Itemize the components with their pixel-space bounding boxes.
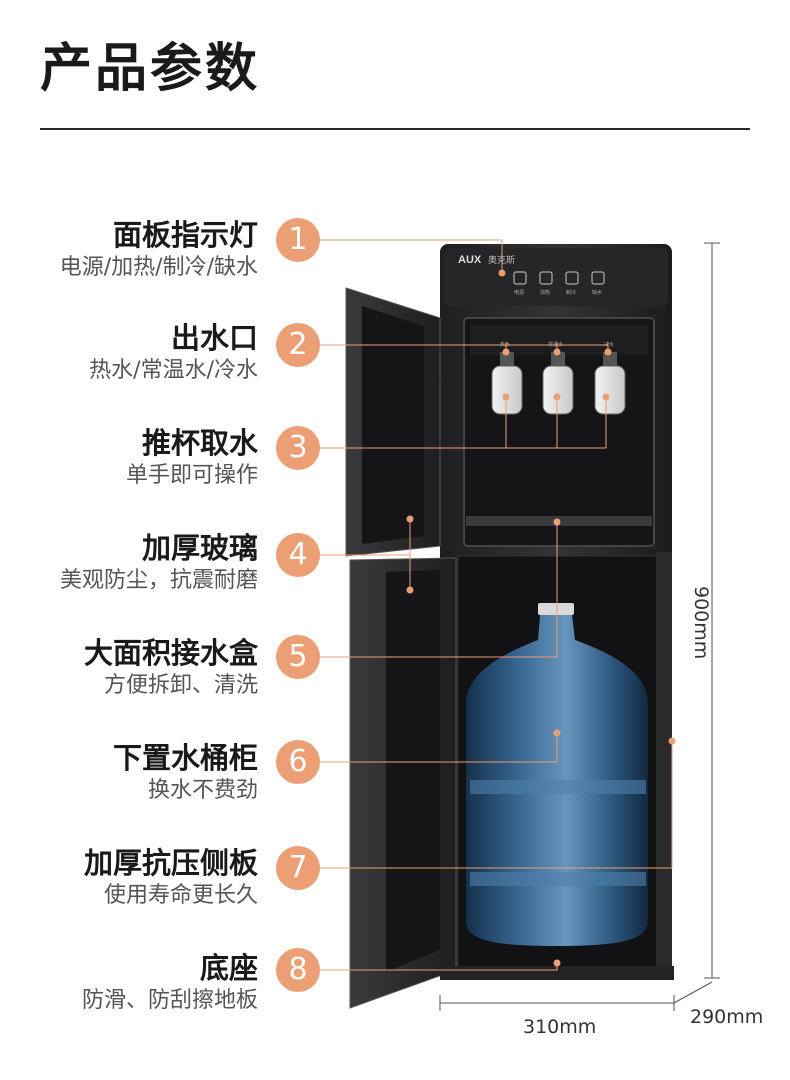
feature-name: 底座 xyxy=(199,951,258,985)
feature-desc: 方便拆卸、清洗 xyxy=(103,673,258,698)
badge-6: 6 xyxy=(276,740,320,784)
feature-desc: 电源/加热/制冷/缺水 xyxy=(59,255,258,280)
feature-desc: 热水/常温水/冷水 xyxy=(89,358,258,383)
width-dimension: 310mm xyxy=(523,1016,597,1038)
title-divider xyxy=(40,128,750,130)
depth-dimension: 290mm xyxy=(690,1006,764,1028)
badge-4: 4 xyxy=(276,533,320,577)
dimension-lines xyxy=(439,242,720,1011)
feature-name: 出水口 xyxy=(170,321,258,355)
badge-5: 5 xyxy=(276,635,320,679)
badge-7: 7 xyxy=(276,846,320,890)
feature-side-panel: 加厚抗压侧板 使用寿命更长久 xyxy=(84,845,258,911)
feature-desc: 使用寿命更长久 xyxy=(103,883,258,908)
feature-name: 加厚玻璃 xyxy=(141,531,258,565)
feature-outlet: 出水口 热水/常温水/冷水 xyxy=(89,320,258,386)
control-panel xyxy=(444,248,668,306)
feature-desc: 单手即可操作 xyxy=(125,463,258,488)
svg-text:加热: 加热 xyxy=(540,289,550,296)
svg-text:制冷: 制冷 xyxy=(566,289,576,296)
feature-drip-box: 大面积接水盒 方便拆卸、清洗 xyxy=(84,635,258,701)
taps xyxy=(491,352,626,415)
feature-push-cup: 推杯取水 单手即可操作 xyxy=(126,425,258,491)
feature-bottom-cabinet: 下置水桶柜 换水不费劲 xyxy=(113,740,258,806)
badge-1: 1 xyxy=(276,218,320,262)
feature-name: 下置水桶柜 xyxy=(112,741,258,775)
badge-2: 2 xyxy=(276,323,320,367)
feature-desc: 美观防尘，抗震耐磨 xyxy=(59,568,258,593)
svg-text:缺水: 缺水 xyxy=(592,289,602,296)
feature-base: 底座 防滑、防刮擦地板 xyxy=(82,950,258,1016)
feature-desc: 换水不费劲 xyxy=(147,778,258,803)
height-dimension: 900mm xyxy=(690,586,712,660)
feature-desc: 防滑、防刮擦地板 xyxy=(81,988,258,1013)
feature-thick-glass: 加厚玻璃 美观防尘，抗震耐磨 xyxy=(60,530,258,596)
feature-name: 推杯取水 xyxy=(141,426,258,460)
page-title: 产品参数 xyxy=(40,39,261,99)
brand-logo: AUX xyxy=(458,254,482,266)
feature-name: 加厚抗压侧板 xyxy=(83,846,258,880)
feature-name: 面板指示灯 xyxy=(112,218,258,252)
svg-text:电源: 电源 xyxy=(514,289,524,296)
water-bottle xyxy=(466,603,648,946)
feature-name: 大面积接水盒 xyxy=(83,636,258,670)
leader-lines xyxy=(320,239,676,971)
panel-icons: 电源 加热 制冷 缺水 xyxy=(513,271,605,296)
badge-3: 3 xyxy=(276,426,320,470)
badge-8: 8 xyxy=(276,948,320,992)
side-panel xyxy=(656,552,672,977)
svg-text:冷水: 冷水 xyxy=(604,341,614,348)
feature-panel-indicator: 面板指示灯 电源/加热/制冷/缺水 xyxy=(60,217,258,283)
